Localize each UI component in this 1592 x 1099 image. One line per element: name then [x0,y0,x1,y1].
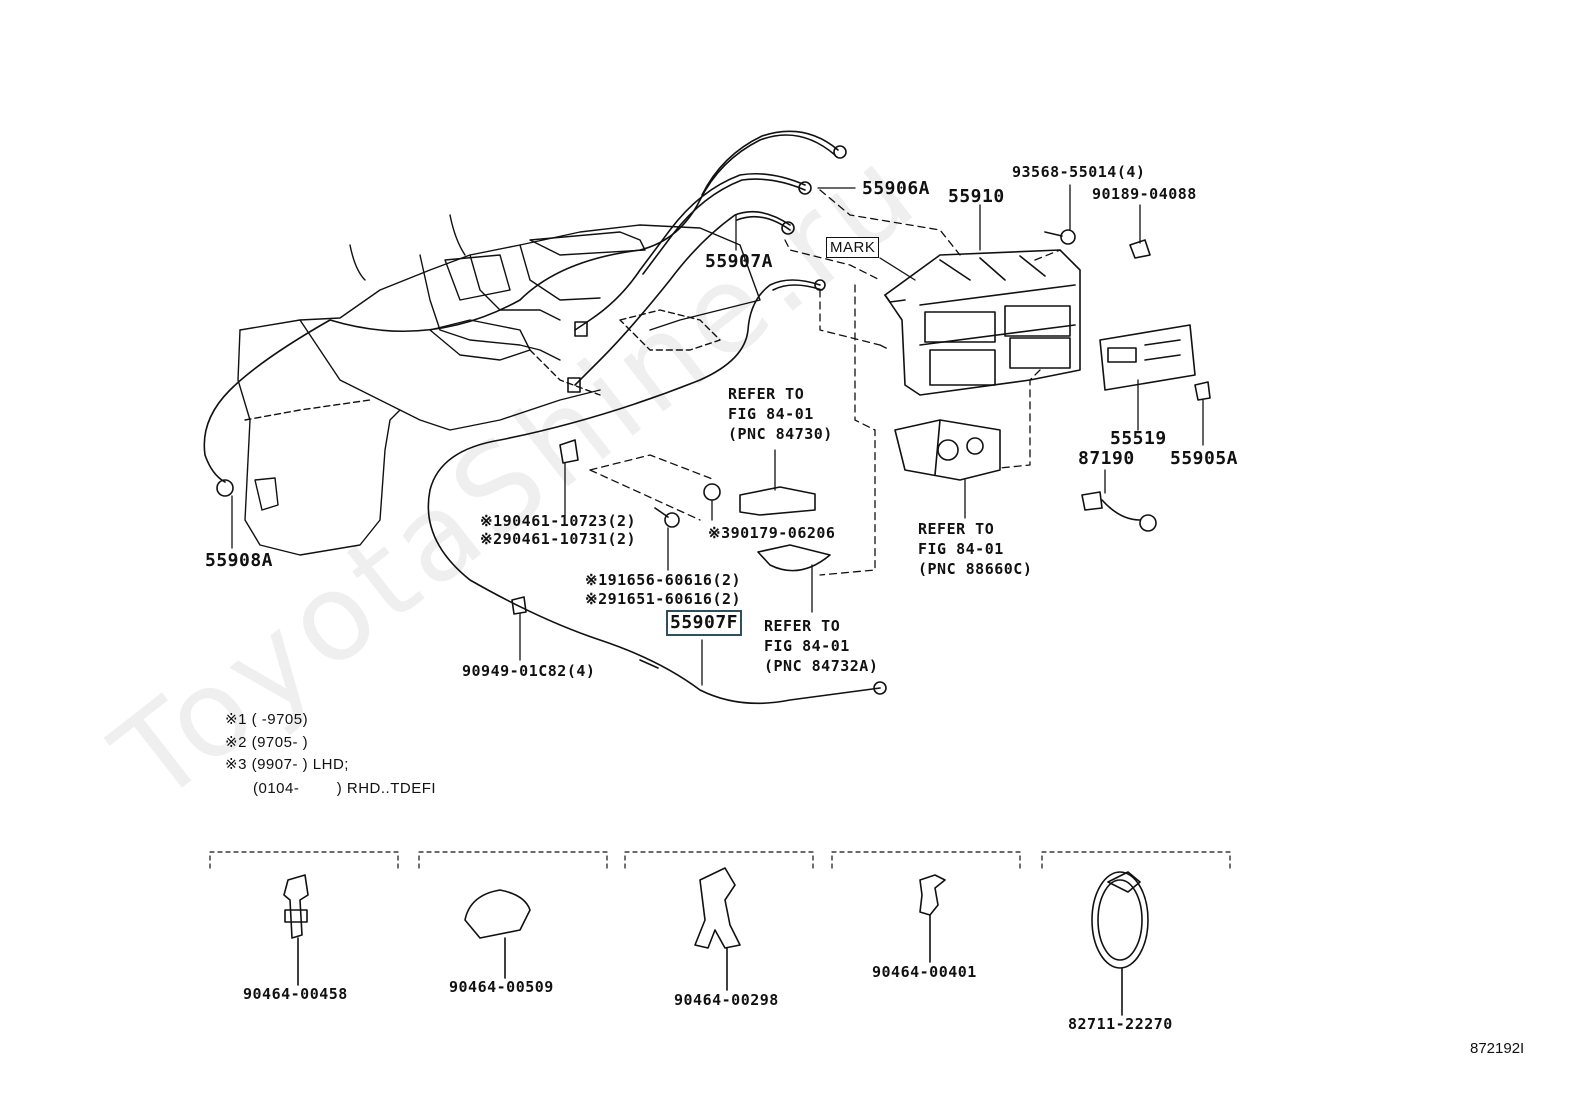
part-label-55910[interactable]: 55910 [948,186,1005,207]
part-label-90461-10731[interactable]: ※290461-10731(2) [480,530,637,548]
part-label-90464-00401[interactable]: 90464-00401 [872,963,977,981]
dashed-lines [589,189,1061,576]
part-label-90461-10723[interactable]: ※190461-10723(2) [480,512,637,530]
leader-lines [231,184,1204,686]
part-label-90949-01C82[interactable]: 90949-01C82(4) [462,662,596,680]
control-cables [203,130,887,705]
part-label-55908A[interactable]: 55908A [205,550,274,571]
part-label-90464-00298[interactable]: 90464-00298 [674,991,779,1009]
clip-boxes [209,851,1231,869]
part-label-55905A[interactable]: 55905A [1170,448,1239,469]
part-label-55519[interactable]: 55519 [1110,428,1167,449]
footnote-3: ※3 (9907- ) LHD; [225,756,349,773]
part-label-55907F[interactable]: 55907F [665,610,743,636]
small-fasteners [511,229,1211,615]
part-label-90189-04088[interactable]: 90189-04088 [1092,185,1197,203]
figure-number: 872192I [1470,1040,1525,1057]
blower-switch [894,419,1001,481]
mark-label: MARK [826,237,880,258]
part-label-93568-55014[interactable]: 93568-55014(4) [1012,163,1146,181]
clip-drawings [283,867,1149,1016]
mark-label-wrapper: MARK [826,237,880,258]
dashboard-outline [237,214,761,556]
part-label-55907A[interactable]: 55907A [705,251,774,272]
part-label-90464-00509[interactable]: 90464-00509 [449,978,554,996]
footnote-4: (0104- ) RHD..TDEFI [225,780,437,797]
part-label-91656-60616[interactable]: ※191656-60616(2) [585,571,742,589]
ref-note-84732A[interactable]: REFER TO FIG 84-01 (PNC 84732A) [764,617,879,675]
part-label-91651-60616[interactable]: ※291651-60616(2) [585,590,742,608]
part-label-87190[interactable]: 87190 [1078,448,1135,469]
panel-55519 [1099,324,1196,391]
part-label-82711-22270[interactable]: 82711-22270 [1068,1015,1173,1033]
part-label-90179-06206[interactable]: ※390179-06206 [708,524,836,542]
part-label-55906A[interactable]: 55906A [862,178,931,199]
heater-control-unit [884,249,1081,396]
footnote-1: ※1 ( -9705) [225,711,309,728]
part-label-90464-00458[interactable]: 90464-00458 [243,985,348,1003]
footnote-2: ※2 (9705- ) [225,734,309,751]
ref-note-88660C[interactable]: REFER TO FIG 84-01 (PNC 88660C) [918,520,1033,578]
ref-note-84730[interactable]: REFER TO FIG 84-01 (PNC 84730) [728,385,833,443]
